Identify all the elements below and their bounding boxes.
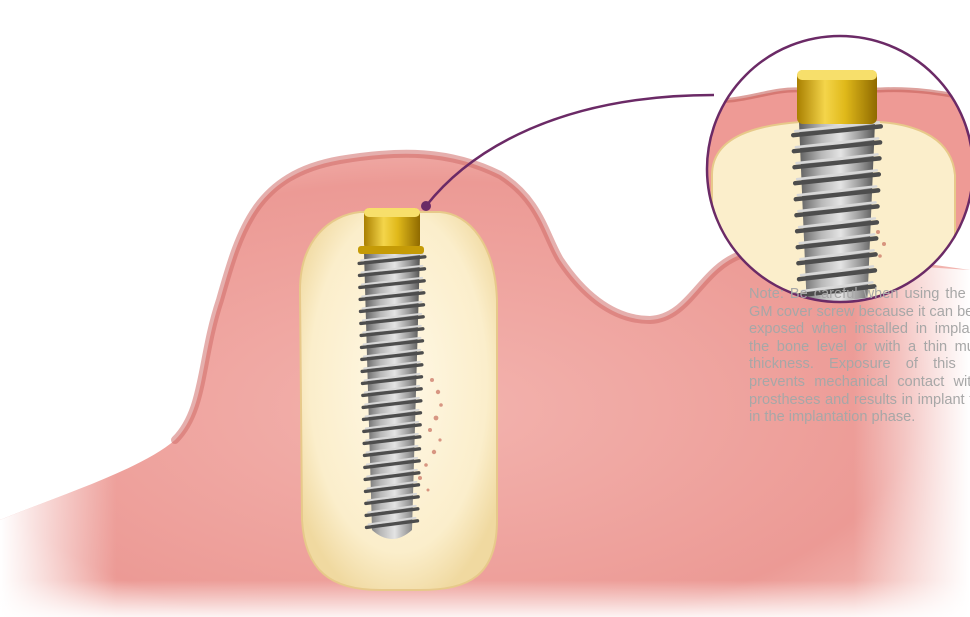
note-text: Note: Be careful when using the 2-mm GM … [749,286,970,427]
cover-screw-icon [358,208,424,254]
note-box: Note: Be careful when using the 2-mm GM … [749,286,970,446]
